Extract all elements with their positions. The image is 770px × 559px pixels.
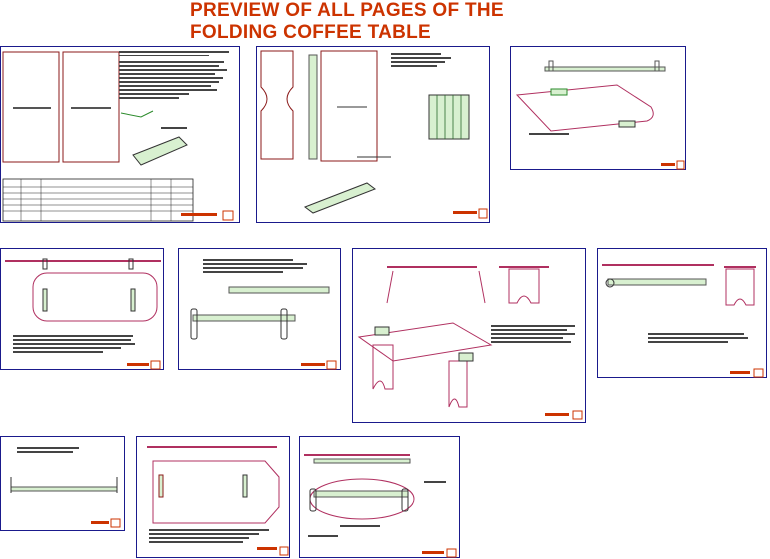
page-thumbnail-8[interactable] [0,436,125,531]
page-5-drawing [190,259,337,370]
page-7-drawing [602,264,764,378]
page-3-drawing [515,60,685,170]
page-thumbnail-3[interactable] [510,46,686,170]
page-thumbnail-2[interactable] [256,46,490,223]
page-6-drawing [357,266,583,420]
preview-title-line-1: PREVIEW OF ALL PAGES OF THE [190,0,504,21]
preview-title-line-2: FOLDING COFFEE TABLE [190,22,432,43]
page-1-drawing [2,51,234,222]
page-thumbnail-10[interactable] [299,436,460,558]
page-thumbnail-5[interactable] [178,248,341,370]
page-2-drawing [260,50,488,219]
page-thumbnail-7[interactable] [597,248,767,378]
page-thumbnail-1[interactable] [0,46,240,223]
page-8-drawing [10,447,121,528]
page-9-drawing [147,446,289,556]
page-thumbnail-9[interactable] [136,436,290,558]
page-10-drawing [304,454,457,558]
page-4-drawing [5,258,161,370]
page-thumbnail-4[interactable] [0,248,164,370]
page-thumbnail-6[interactable] [352,248,586,423]
